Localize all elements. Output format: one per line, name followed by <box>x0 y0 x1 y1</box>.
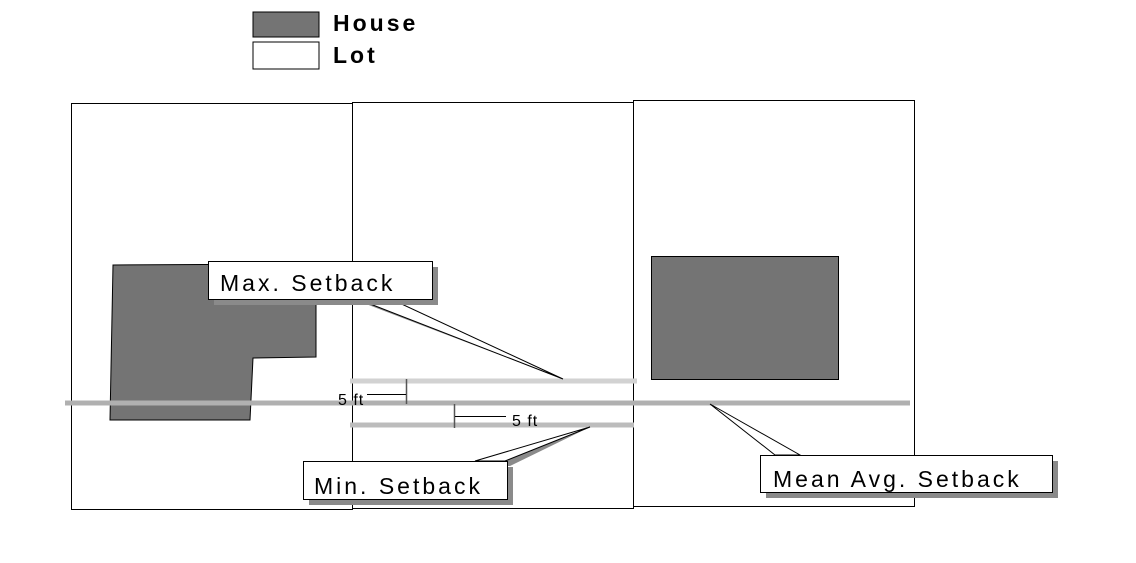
lower-dimension: 5 ft <box>453 404 538 430</box>
min-setback-label: Min. Setback <box>314 473 483 499</box>
upper-offset-label: 5 ft <box>338 392 364 409</box>
legend-house-swatch <box>252 11 320 38</box>
upper-dimension: 5 ft <box>338 379 408 409</box>
max-setback-label: Max. Setback <box>220 270 395 296</box>
min-setback-callout: Min. Setback <box>303 426 591 505</box>
house-3 <box>651 256 839 380</box>
mean-setback-label: Mean Avg. Setback <box>773 466 1022 492</box>
mean-setback-callout: Mean Avg. Setback <box>709 403 1058 498</box>
legend-lot-label: Lot <box>333 42 378 68</box>
legend: House Lot <box>252 10 418 70</box>
legend-house-label: House <box>333 10 418 36</box>
max-setback-callout: Max. Setback <box>208 261 564 380</box>
legend-lot-swatch <box>252 41 320 70</box>
lower-offset-label: 5 ft <box>512 413 538 430</box>
